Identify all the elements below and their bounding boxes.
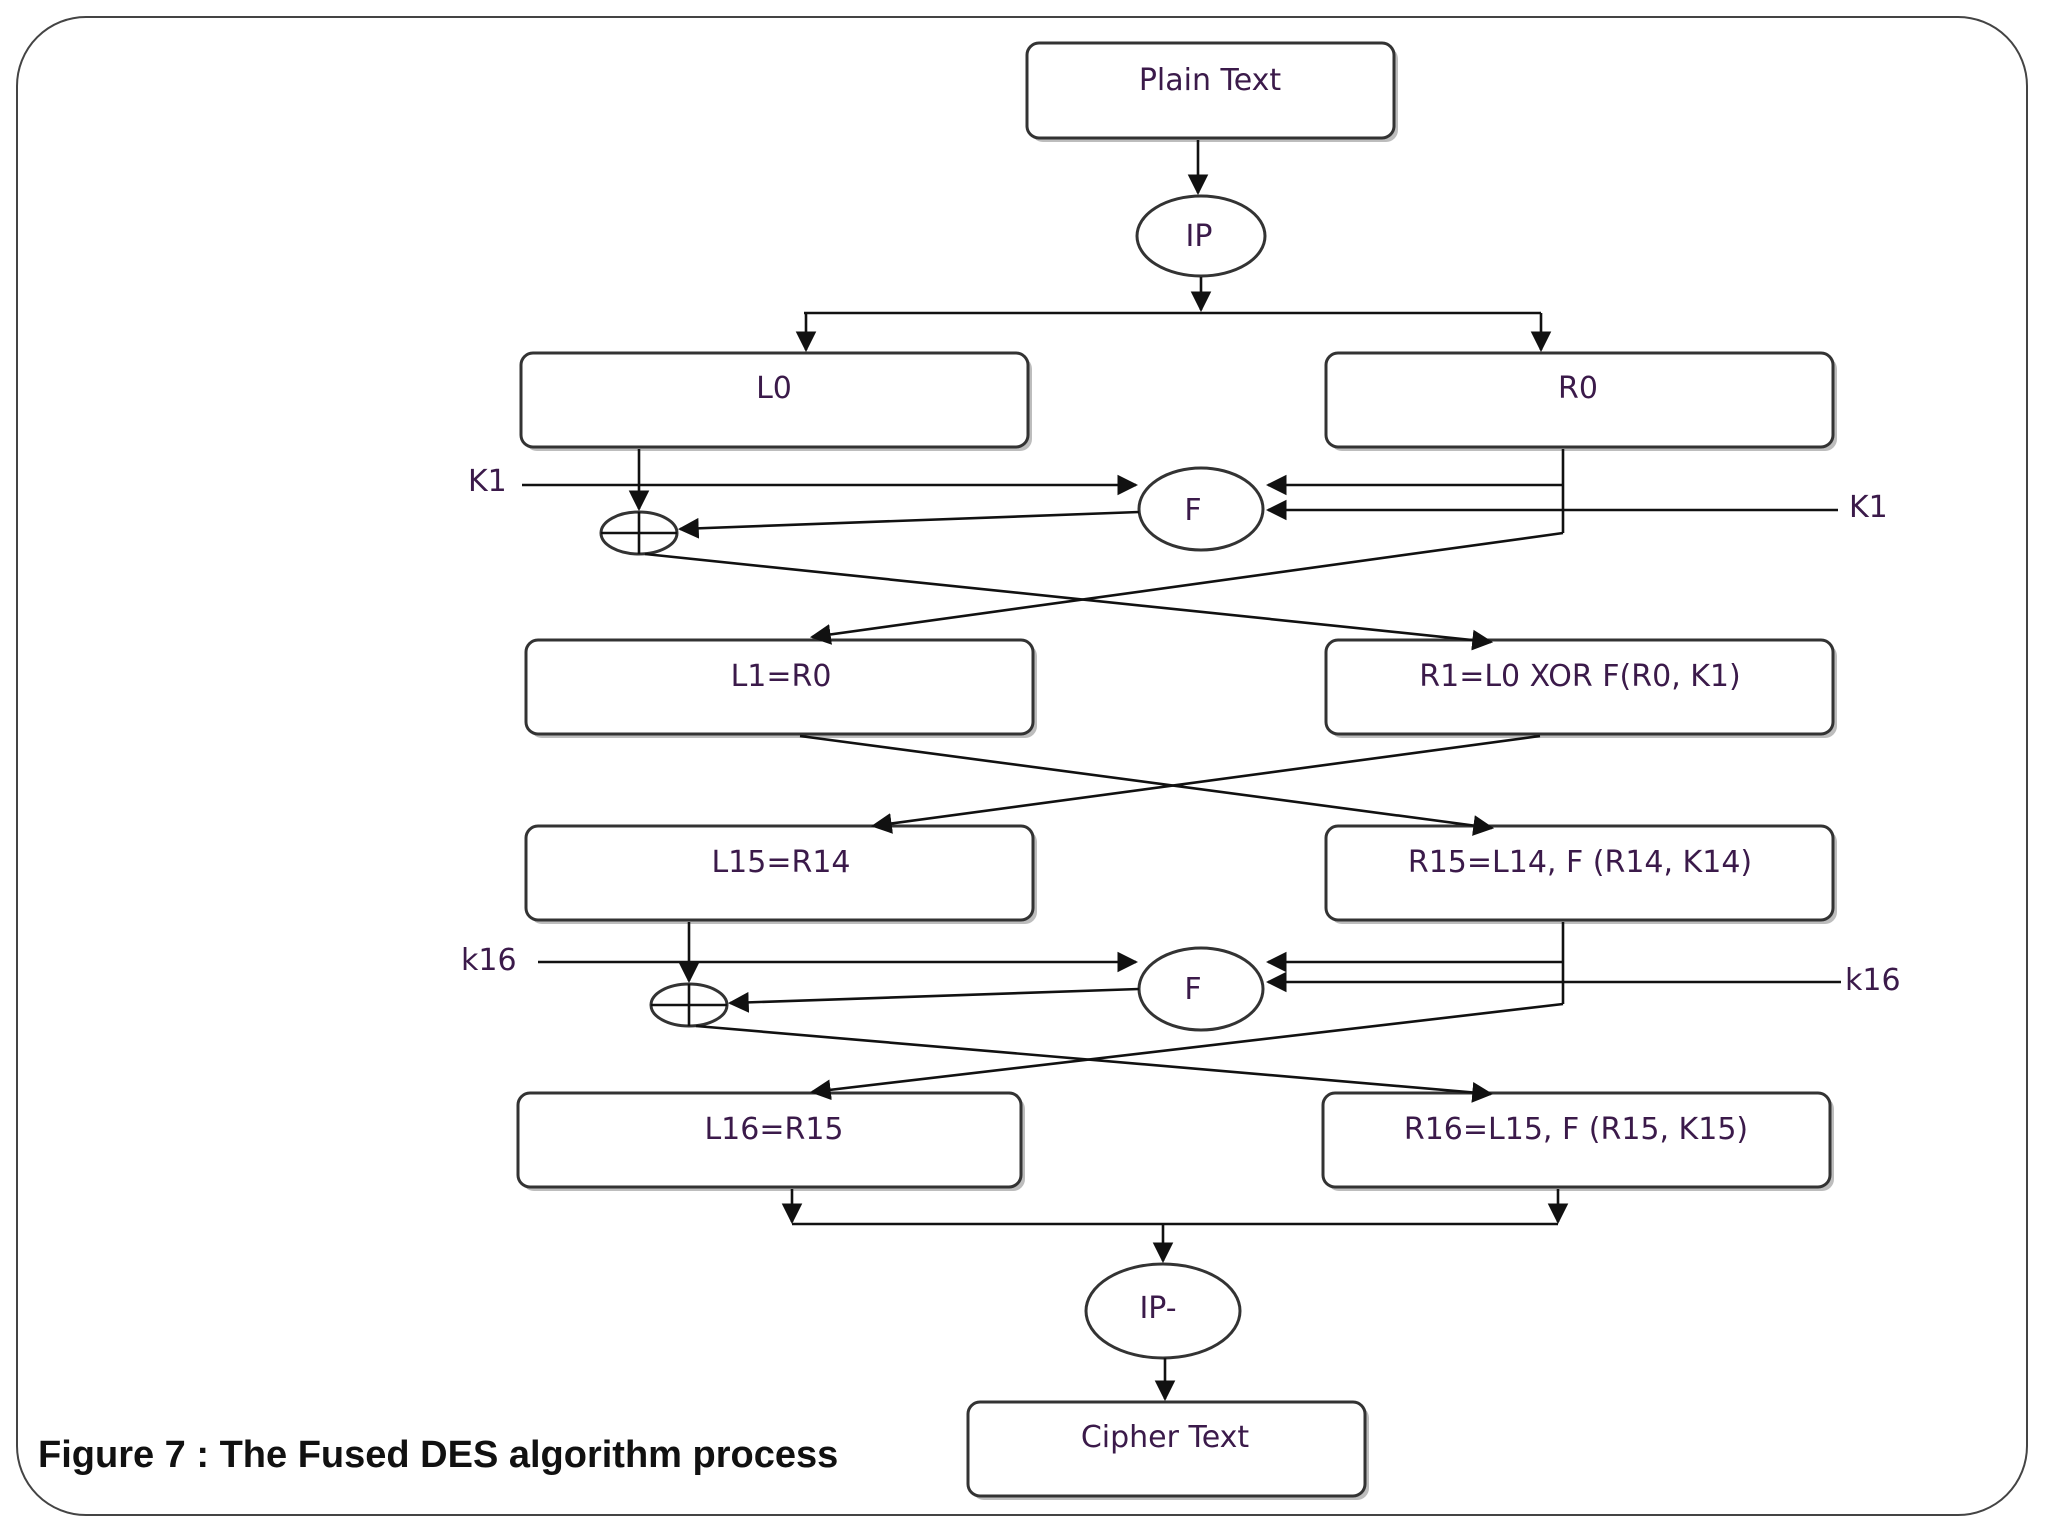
plain-text-label: Plain Text [1139,63,1282,98]
xor-round1 [599,510,679,556]
r15-box: R15=L14, F (R14, K14) [1324,824,1837,924]
cipher-text-box: Cipher Text [966,1400,1369,1500]
key-k16-right: k16 [1845,963,1901,998]
key-k1-left: K1 [468,464,507,499]
ip-circle: IP [1135,194,1267,278]
r1-label: R1=L0 XOR F(R0, K1) [1419,659,1740,694]
plain-text-box: Plain Text [1025,41,1398,142]
r0-box: R0 [1324,351,1837,451]
ip-inverse-label: IP- [1139,1291,1176,1326]
key-k1-right: K1 [1849,490,1888,525]
xor-round16 [649,982,729,1028]
r16-box: R16=L15, F (R15, K15) [1321,1091,1834,1191]
f-round1-label: F [1184,493,1201,528]
r1-box: R1=L0 XOR F(R0, K1) [1324,638,1837,738]
l0-label: L0 [756,371,792,406]
l16-label: L16=R15 [704,1112,843,1147]
figure-caption: Figure 7 : The Fused DES algorithm proce… [38,1434,839,1476]
l16-box: L16=R15 [516,1091,1025,1191]
l15-label: L15=R14 [711,845,850,880]
r16-label: R16=L15, F (R15, K15) [1404,1112,1748,1147]
l15-box: L15=R14 [524,824,1037,924]
f-round16-circle: F [1137,946,1265,1032]
r15-label: R15=L14, F (R14, K14) [1408,845,1752,880]
l1-box: L1=R0 [524,638,1037,738]
key-k16-left: k16 [461,943,517,978]
r0-label: R0 [1558,371,1598,406]
f-round1-circle: F [1137,466,1265,552]
l0-box: L0 [519,351,1032,451]
connectors [522,140,1841,1402]
ip-label: IP [1186,219,1213,254]
cipher-text-label: Cipher Text [1081,1420,1250,1455]
l1-label: L1=R0 [731,659,832,694]
f-round16-label: F [1184,972,1201,1007]
ip-inverse-circle: IP- [1084,1262,1242,1360]
